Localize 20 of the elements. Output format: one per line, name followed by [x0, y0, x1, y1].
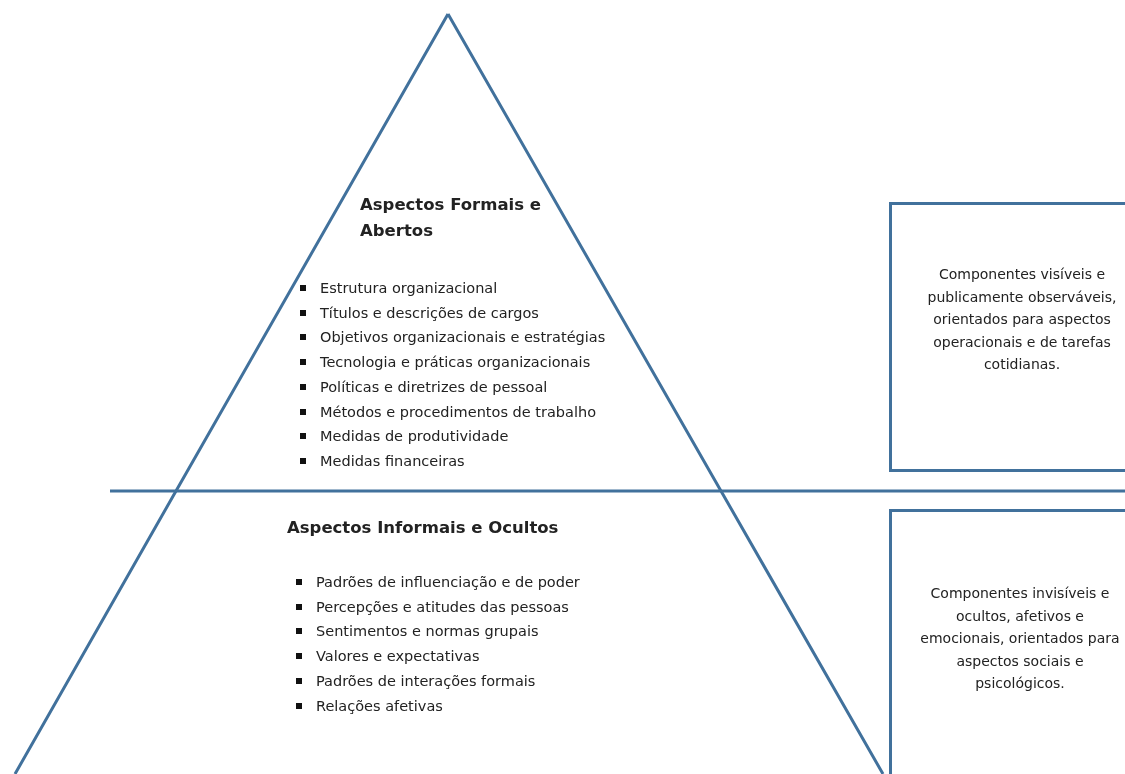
bullet-item: Valores e expectativas — [296, 644, 480, 669]
bullet-item: Estrutura organizacional — [300, 276, 498, 301]
bullet-item: Medidas de produtividade — [300, 424, 509, 449]
bullet-item: Políticas e diretrizes de pessoal — [300, 374, 548, 400]
description-text: Componentes visíveis e publicamente observáveis, orientados para aspectos operacionais e de tarefas cotidianas. — [926, 265, 1118, 374]
bullet-item: Padrões de interações formais — [296, 668, 536, 694]
bullet-item: Objetivos organizacionais e estratégias — [300, 325, 606, 351]
description-box — [889, 202, 1125, 472]
bullet-item: Tecnologia e práticas organizacionais — [300, 350, 591, 375]
bullet-item: Relações afetivas — [296, 693, 443, 719]
bullet-item: Percepções e atitudes das pessoas — [296, 594, 569, 620]
description-box — [889, 509, 1125, 774]
bullet-item: Padrões de influenciação e de poder — [296, 570, 580, 595]
section-heading: Aspectos Formais e Abertos — [360, 194, 542, 242]
bullet-item: Medidas financeiras — [300, 448, 465, 474]
bullet-item: Métodos e procedimentos de trabalho — [300, 399, 596, 425]
description-text: Componentes invisíveis e ocultos, afetivos e emocionais, orientados para aspectos sociais e psicológicos. — [919, 584, 1121, 693]
bullet-item: Títulos e descrições de cargos — [300, 300, 539, 326]
bullet-item: Sentimentos e normas grupais — [296, 619, 539, 645]
section-heading: Aspectos Informais e Ocultos — [287, 517, 560, 539]
